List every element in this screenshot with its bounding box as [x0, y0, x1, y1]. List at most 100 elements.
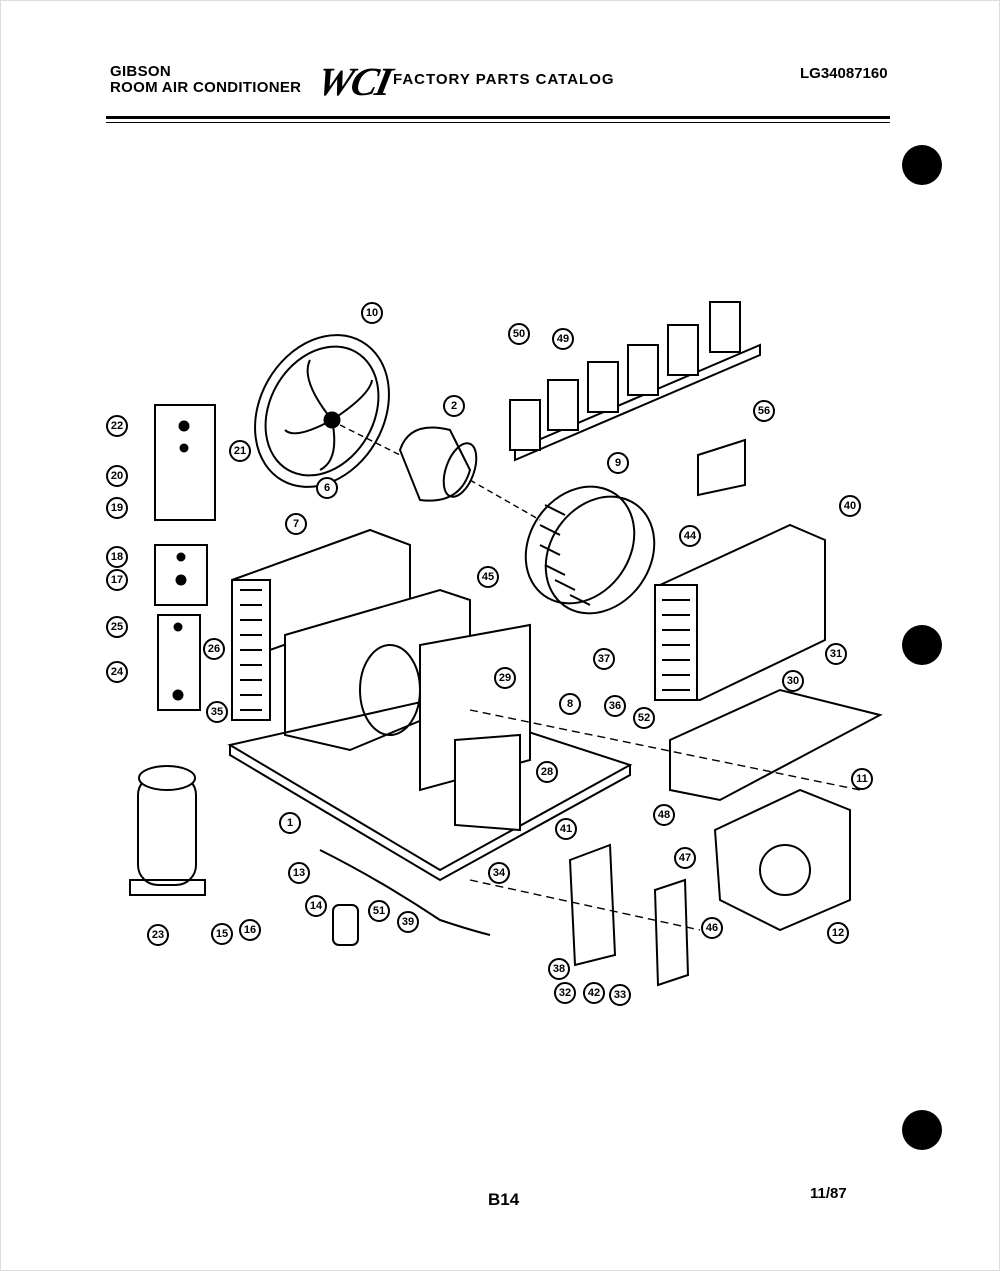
callout-16: 16	[239, 919, 261, 941]
callout-39: 39	[397, 911, 419, 933]
callout-label: 42	[588, 987, 600, 999]
air-louver-assembly	[509, 301, 761, 462]
callout-label: 9	[615, 457, 621, 469]
callout-22: 22	[106, 415, 128, 437]
callout-label: 1	[287, 817, 293, 829]
callout-label: 52	[638, 712, 650, 724]
callout-24: 24	[106, 661, 128, 683]
callout-42: 42	[583, 982, 605, 1004]
callout-label: 29	[499, 672, 511, 684]
callout-label: 45	[482, 571, 494, 583]
callout-19: 19	[106, 497, 128, 519]
callout-label: 50	[513, 328, 525, 340]
callout-label: 47	[679, 852, 691, 864]
callout-circle	[827, 922, 849, 944]
blower-wheel	[524, 485, 636, 605]
callout-label: 2	[451, 400, 457, 412]
evaporator-coil	[654, 523, 826, 702]
callout-circle	[203, 638, 225, 660]
callout-label: 31	[830, 648, 842, 660]
callout-18: 18	[106, 546, 128, 568]
callout-circle	[443, 395, 465, 417]
callout-circle	[536, 761, 558, 783]
callout-11: 11	[851, 768, 873, 790]
callout-circle	[368, 900, 390, 922]
callout-49: 49	[552, 328, 574, 350]
callout-12: 12	[827, 922, 849, 944]
callout-38: 38	[548, 958, 570, 980]
compressor	[129, 765, 206, 896]
callout-14: 14	[305, 895, 327, 917]
control-bracket	[454, 733, 521, 832]
callout-label: 23	[152, 929, 164, 941]
callout-35: 35	[206, 701, 228, 723]
callout-label: 34	[493, 867, 506, 879]
power-cord	[319, 849, 491, 936]
callout-label: 21	[234, 445, 246, 457]
callout-circle	[851, 768, 873, 790]
callout-circle	[211, 923, 233, 945]
callout-label: 51	[373, 905, 385, 917]
callout-7: 7	[285, 513, 307, 535]
callout-circle	[106, 497, 128, 519]
callout-47: 47	[674, 847, 696, 869]
callout-label: 7	[293, 518, 299, 530]
callout-1: 1	[279, 812, 301, 834]
callout-23: 23	[147, 924, 169, 946]
callout-9: 9	[607, 452, 629, 474]
callout-8: 8	[559, 693, 581, 715]
callout-17: 17	[106, 569, 128, 591]
callout-label: 17	[111, 574, 123, 586]
blower-scroll	[713, 788, 851, 932]
header-rule-thin	[106, 122, 890, 123]
callout-circle	[593, 648, 615, 670]
callout-46: 46	[701, 917, 723, 939]
callout-circle	[488, 862, 510, 884]
callout-circle	[106, 465, 128, 487]
callout-circle	[305, 895, 327, 917]
callout-52: 52	[633, 707, 655, 729]
callout-circle	[285, 513, 307, 535]
callout-circle	[508, 323, 530, 345]
callout-circle	[674, 847, 696, 869]
callout-circle	[239, 919, 261, 941]
hardware-kit-box-2	[154, 544, 208, 606]
filter-clip	[697, 438, 746, 497]
callout-label: 38	[553, 963, 565, 975]
callout-circle	[106, 661, 128, 683]
callout-label: 56	[758, 405, 770, 417]
callout-circle	[825, 643, 847, 665]
callout-30: 30	[782, 670, 804, 692]
catalog-date: 11/87	[810, 1185, 847, 1202]
control-panel	[568, 843, 617, 967]
callout-label: 36	[609, 700, 621, 712]
callout-circle	[229, 440, 251, 462]
callout-10: 10	[361, 302, 383, 324]
callout-circle	[361, 302, 383, 324]
catalog-title: FACTORY PARTS CATALOG	[393, 71, 615, 88]
callout-6: 6	[316, 477, 338, 499]
callout-44: 44	[679, 525, 701, 547]
callout-circle	[555, 818, 577, 840]
binder-hole-bottom	[902, 1110, 942, 1150]
callout-label: 18	[111, 551, 123, 563]
callout-circle	[653, 804, 675, 826]
callout-circle	[604, 695, 626, 717]
callout-48: 48	[653, 804, 675, 826]
callout-circle	[609, 984, 631, 1006]
callout-circle	[753, 400, 775, 422]
callout-label: 22	[111, 420, 123, 432]
callout-circle	[206, 701, 228, 723]
condenser-fan-blade	[254, 334, 390, 488]
callout-circle	[316, 477, 338, 499]
callout-31: 31	[825, 643, 847, 665]
callout-circle	[633, 707, 655, 729]
callout-label: 6	[324, 482, 330, 494]
callout-33: 33	[609, 984, 631, 1006]
callout-label: 13	[293, 867, 305, 879]
callout-circle	[279, 812, 301, 834]
hardware-kit-box-1	[154, 404, 216, 521]
callout-circle	[559, 693, 581, 715]
callout-25: 25	[106, 616, 128, 638]
